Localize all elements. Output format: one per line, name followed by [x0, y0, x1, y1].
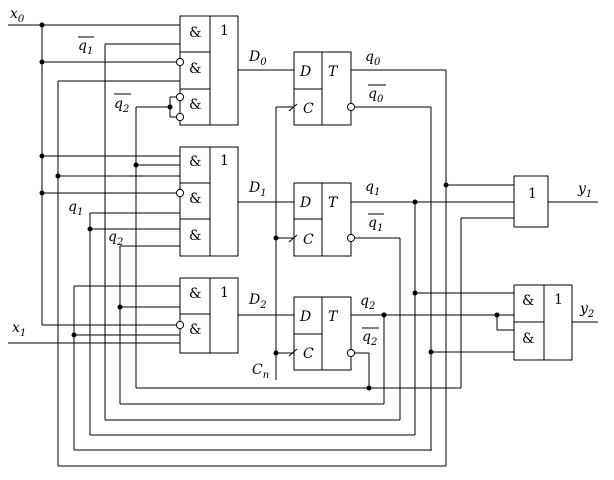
wiring: [8, 24, 598, 467]
label-q1-bar-input: q1: [78, 38, 93, 57]
and-symbol: &: [189, 25, 201, 41]
or-symbol: 1: [220, 153, 229, 169]
input-inverters: [175, 57, 185, 330]
d-input-label: D: [299, 195, 311, 211]
and-symbol: &: [189, 322, 201, 338]
flip-flop-2: D T C: [288, 296, 356, 371]
and-symbol: &: [189, 61, 201, 77]
junction-dots: [39, 22, 500, 391]
d-input-label: D: [299, 309, 311, 325]
label-x1: x1: [12, 320, 26, 339]
label-q1: q1: [365, 179, 380, 198]
label-q1-input: q1: [68, 199, 83, 218]
and-symbol: &: [189, 228, 201, 244]
c-input-label: C: [303, 346, 314, 362]
and-symbol: &: [522, 293, 534, 309]
c-input-label: C: [303, 232, 314, 248]
logic-block-0: & & & 1: [179, 15, 239, 126]
and-symbol: &: [189, 286, 201, 302]
output-gate-y2: & & 1: [513, 284, 573, 361]
flip-flop-1: D T C: [288, 182, 356, 257]
label-d2: D2: [248, 292, 267, 311]
label-y2: y2: [579, 301, 594, 320]
label-d1: D1: [248, 180, 267, 199]
and-symbol: &: [522, 331, 534, 347]
label-q2: q2: [360, 293, 375, 312]
d-input-label: D: [299, 64, 311, 80]
label-q2-bar-input: q2: [114, 96, 129, 115]
or-symbol: 1: [528, 186, 537, 202]
flip-flop-0: D T C: [288, 51, 356, 126]
t-label: T: [328, 309, 339, 325]
and-symbol: &: [189, 97, 201, 113]
and-symbol: &: [189, 154, 201, 170]
logic-block-1: & & & 1: [179, 146, 239, 257]
label-q2-input: q2: [108, 229, 123, 248]
output-gate-y1: 1: [513, 175, 549, 228]
or-symbol: 1: [554, 292, 563, 308]
label-q2-bar: q2: [362, 329, 377, 348]
label-y1: y1: [577, 181, 592, 200]
signal-labels: x0 x1 q1 q2 q1 q2 D0 D1 D2 q0 q0 q1 q1 q…: [10, 6, 594, 381]
label-q0: q0: [365, 49, 381, 68]
or-symbol: 1: [220, 23, 229, 39]
t-label: T: [328, 195, 339, 211]
and-symbol: &: [189, 191, 201, 207]
label-cn: Cn: [252, 362, 269, 381]
label-q0-bar: q0: [368, 86, 384, 105]
label-d0: D0: [248, 49, 267, 68]
logic-block-2: & & 1: [179, 277, 239, 354]
c-input-label: C: [303, 101, 314, 117]
label-x0: x0: [10, 6, 25, 25]
or-symbol: 1: [220, 285, 229, 301]
t-label: T: [328, 64, 339, 80]
label-q1-bar: q1: [368, 215, 383, 234]
